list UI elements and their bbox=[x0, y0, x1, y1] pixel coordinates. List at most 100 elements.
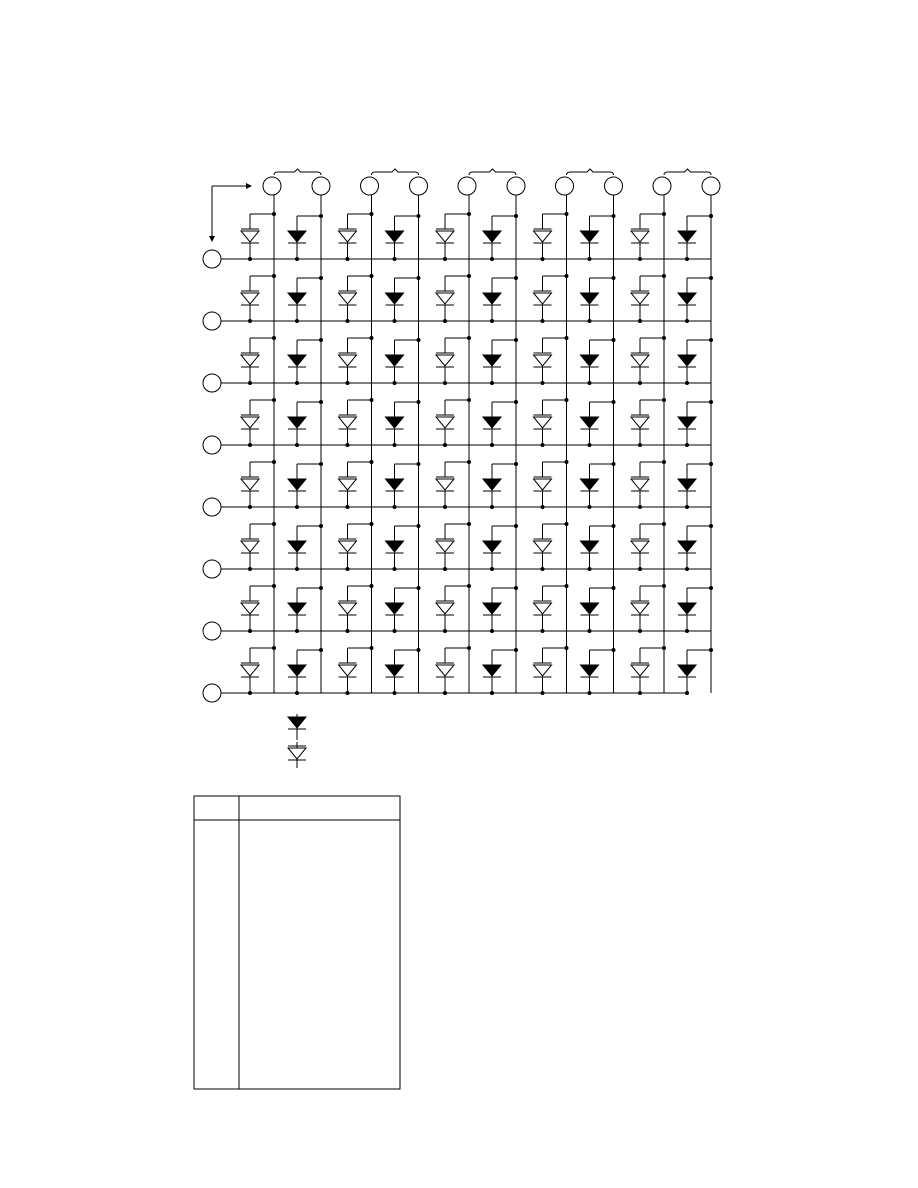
junction-dot bbox=[319, 524, 323, 528]
column-terminal-b bbox=[604, 176, 623, 196]
filled-triangle bbox=[286, 602, 308, 615]
open-diode bbox=[434, 414, 456, 430]
junction-dot bbox=[272, 398, 276, 402]
junction-dot bbox=[490, 381, 494, 385]
filled-triangle bbox=[676, 292, 698, 305]
open-diode bbox=[434, 352, 456, 368]
junction-dot bbox=[685, 381, 689, 385]
pair-brace bbox=[566, 168, 614, 176]
junction-dot bbox=[295, 505, 299, 509]
junction-dot bbox=[248, 691, 252, 695]
open-diode bbox=[239, 538, 261, 554]
junction-dot bbox=[272, 646, 276, 650]
filled-triangle bbox=[579, 602, 600, 615]
filled-triangle bbox=[676, 478, 698, 491]
filled-triangle bbox=[286, 354, 308, 367]
junction-dot bbox=[369, 646, 374, 650]
junction-dot bbox=[248, 257, 252, 261]
open-diode bbox=[239, 662, 261, 678]
open-triangle bbox=[434, 602, 456, 615]
junction-dot bbox=[416, 648, 421, 652]
filled-triangle bbox=[286, 416, 308, 429]
junction-dot bbox=[490, 443, 494, 447]
open-triangle bbox=[239, 230, 261, 243]
row-terminal bbox=[202, 683, 222, 703]
junction-dot bbox=[540, 443, 545, 447]
junction-dot bbox=[272, 274, 276, 278]
open-diode bbox=[532, 600, 553, 616]
open-diode bbox=[239, 600, 261, 616]
open-diode bbox=[532, 290, 553, 306]
filled-triangle bbox=[384, 354, 405, 367]
row-terminals bbox=[202, 249, 222, 703]
column-terminal-b bbox=[506, 176, 526, 196]
open-diode bbox=[434, 538, 456, 554]
junction-dot bbox=[392, 567, 397, 571]
junction-dot bbox=[490, 691, 494, 695]
open-diode bbox=[337, 538, 358, 554]
column-terminal-a bbox=[262, 176, 282, 196]
filled-diode bbox=[579, 540, 600, 554]
junction-dot bbox=[685, 691, 689, 695]
junction-dot bbox=[540, 691, 545, 695]
junction-dot bbox=[345, 505, 350, 509]
open-triangle bbox=[239, 602, 261, 615]
filled-triangle bbox=[481, 602, 503, 615]
junction-dot bbox=[662, 460, 666, 464]
filled-triangle bbox=[676, 602, 698, 615]
junction-dot bbox=[295, 567, 299, 571]
junction-dot bbox=[564, 584, 569, 588]
filled-diode bbox=[481, 230, 503, 244]
open-triangle bbox=[532, 664, 553, 677]
filled-diode bbox=[579, 230, 600, 244]
open-triangle bbox=[239, 416, 261, 429]
filled-triangle bbox=[384, 664, 405, 677]
junction-dot bbox=[540, 381, 545, 385]
junction-dot bbox=[272, 522, 276, 526]
filled-diode bbox=[676, 478, 698, 492]
junction-dot bbox=[540, 505, 545, 509]
junction-dot bbox=[248, 629, 252, 633]
junction-dot bbox=[587, 629, 592, 633]
junction-dot bbox=[369, 212, 374, 216]
open-diode bbox=[629, 414, 651, 430]
junction-dot bbox=[611, 338, 616, 342]
column-terminal-b bbox=[409, 176, 428, 196]
filled-triangle bbox=[481, 292, 503, 305]
junction-dot bbox=[587, 443, 592, 447]
junction-dot bbox=[248, 381, 252, 385]
junction-dot bbox=[490, 257, 494, 261]
filled-diode bbox=[676, 230, 698, 244]
junction-dot bbox=[319, 648, 323, 652]
junction-dot bbox=[443, 443, 447, 447]
filled-diode bbox=[286, 416, 308, 430]
junction-dot bbox=[709, 214, 713, 218]
filled-diode bbox=[384, 416, 405, 430]
filled-triangle bbox=[384, 602, 405, 615]
junction-dot bbox=[611, 462, 616, 466]
row-terminal bbox=[202, 559, 222, 579]
filled-diode bbox=[384, 540, 405, 554]
junction-dot bbox=[564, 522, 569, 526]
filled-triangle bbox=[579, 292, 600, 305]
open-triangle bbox=[629, 416, 651, 429]
junction-dot bbox=[392, 629, 397, 633]
junction-dot bbox=[272, 336, 276, 340]
junction-dot bbox=[467, 460, 471, 464]
filled-triangle bbox=[579, 230, 600, 243]
row-terminal bbox=[202, 497, 222, 517]
junction-dot bbox=[685, 257, 689, 261]
junction-dot bbox=[709, 586, 713, 590]
filled-triangle bbox=[481, 416, 503, 429]
junction-dot bbox=[416, 276, 421, 280]
junction-dot bbox=[587, 381, 592, 385]
junction-dot bbox=[514, 276, 518, 280]
open-triangle bbox=[434, 664, 456, 677]
filled-triangle bbox=[481, 664, 503, 677]
junction-dot bbox=[514, 338, 518, 342]
junction-dot bbox=[638, 319, 642, 323]
junction-dot bbox=[564, 646, 569, 650]
open-triangle bbox=[532, 602, 553, 615]
junction-dot bbox=[514, 524, 518, 528]
junction-dot bbox=[443, 629, 447, 633]
